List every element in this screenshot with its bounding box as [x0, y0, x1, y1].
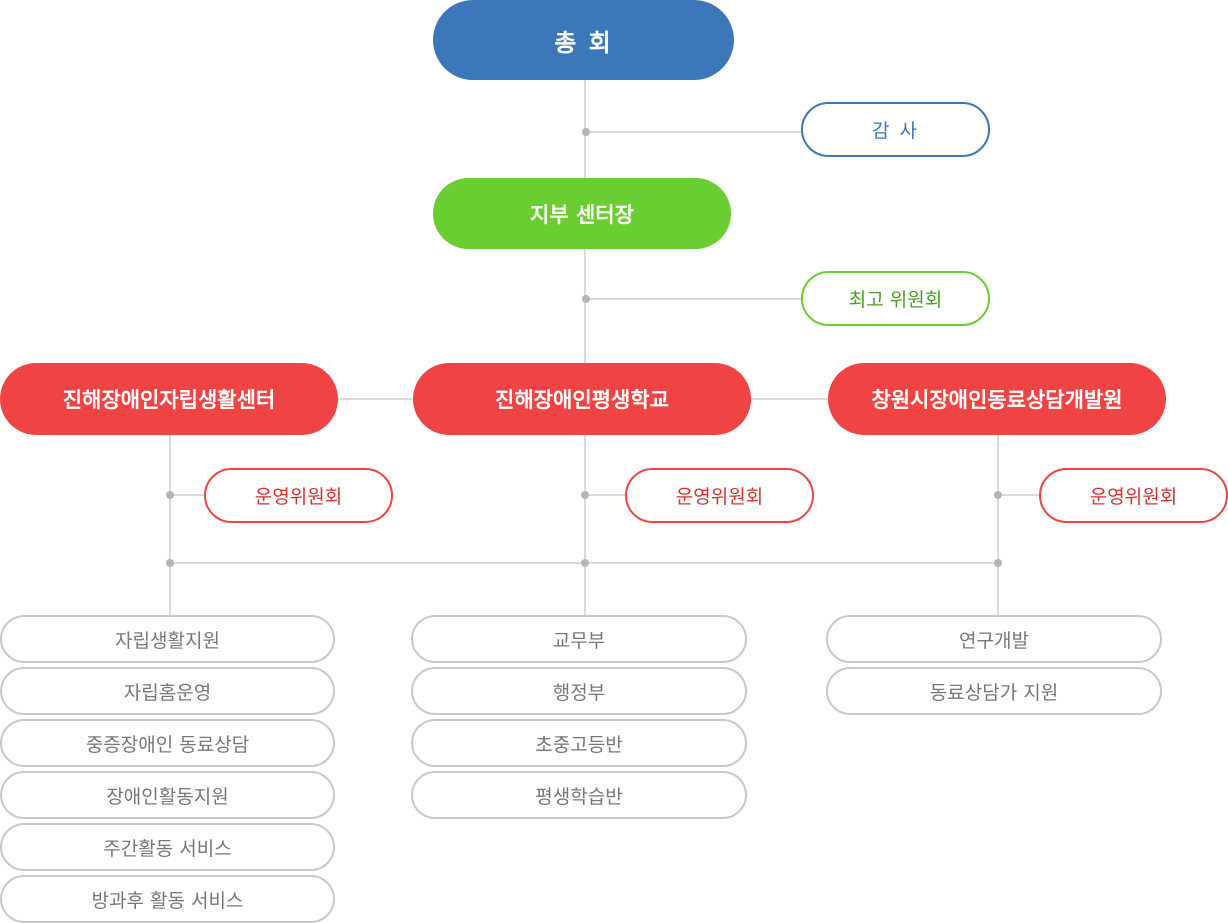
unit-box: 자립홈운영 — [0, 667, 335, 715]
audit-label: 감 사 — [872, 120, 919, 142]
branch-head-label: 지부 센터장 — [530, 202, 634, 227]
general-assembly-node: 총 회 — [433, 0, 734, 80]
unit-box: 방과후 활동 서비스 — [0, 875, 335, 923]
unit-label: 교무부 — [552, 629, 606, 652]
unit-box: 초중고등반 — [411, 719, 747, 767]
unit-label: 동료상담가 지원 — [929, 681, 1059, 704]
unit-box: 연구개발 — [826, 615, 1162, 663]
unit-box: 평생학습반 — [411, 771, 747, 819]
junction-dot — [581, 559, 589, 567]
org-node-independent-living-center: 진해장애인자립생활센터 — [0, 363, 338, 435]
committee-label: 운영위원회 — [254, 486, 343, 508]
top-committee-label: 최고 위원회 — [848, 289, 943, 311]
unit-label: 자립생활지원 — [115, 629, 220, 652]
junction-dot — [994, 491, 1002, 499]
unit-box: 중증장애인 동료상담 — [0, 719, 335, 767]
unit-box: 동료상담가 지원 — [826, 667, 1162, 715]
junction-dot — [582, 295, 590, 303]
unit-box: 자립생활지원 — [0, 615, 335, 663]
org-node-lifelong-school: 진해장애인평생학교 — [413, 363, 751, 435]
junction-dot — [581, 491, 589, 499]
unit-label: 주간활동 서비스 — [103, 837, 232, 860]
org-label: 진해장애인자립생활센터 — [62, 388, 276, 412]
branch-head-node: 지부 센터장 — [433, 178, 731, 249]
unit-label: 자립홈운영 — [123, 681, 212, 704]
junction-dot — [582, 128, 590, 136]
junction-dot — [994, 559, 1002, 567]
unit-box: 행정부 — [411, 667, 747, 715]
org-node-peer-counseling-institute: 창원시장애인동료상담개발원 — [828, 363, 1166, 435]
top-committee-node: 최고 위원회 — [801, 271, 990, 326]
committee-label: 운영위원회 — [675, 486, 764, 508]
org-label: 진해장애인평생학교 — [495, 388, 669, 412]
unit-label: 연구개발 — [959, 629, 1029, 652]
unit-label: 중증장애인 동료상담 — [85, 733, 250, 756]
unit-label: 행정부 — [552, 681, 606, 704]
unit-box: 장애인활동지원 — [0, 771, 335, 819]
operating-committee-node: 운영위원회 — [204, 468, 393, 523]
unit-box: 주간활동 서비스 — [0, 823, 335, 871]
unit-label: 초중고등반 — [535, 733, 623, 756]
operating-committee-node: 운영위원회 — [1039, 468, 1228, 523]
unit-label: 평생학습반 — [535, 785, 623, 808]
unit-box: 교무부 — [411, 615, 747, 663]
operating-committee-node: 운영위원회 — [625, 468, 814, 523]
committee-label: 운영위원회 — [1089, 486, 1178, 508]
org-label: 창원시장애인동료상담개발원 — [871, 388, 1123, 412]
unit-label: 방과후 활동 서비스 — [91, 889, 244, 912]
audit-node: 감 사 — [801, 102, 990, 157]
unit-label: 장애인활동지원 — [106, 785, 229, 808]
junction-dot — [166, 559, 174, 567]
junction-dot — [166, 491, 174, 499]
general-assembly-label: 총 회 — [554, 28, 613, 57]
